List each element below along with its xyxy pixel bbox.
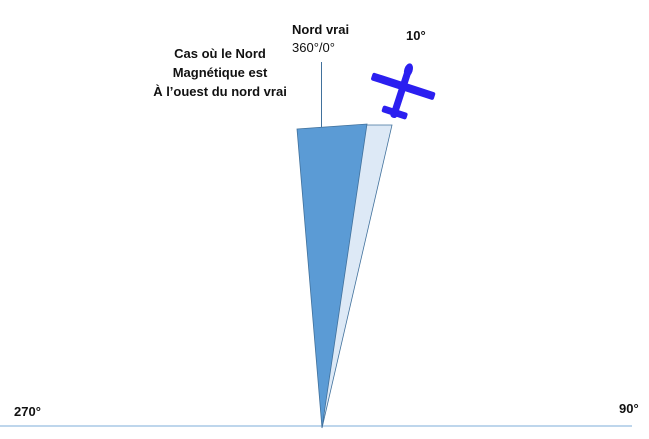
true-north-value: 360°/0° — [292, 40, 335, 55]
true-north-title: Nord vrai — [292, 22, 350, 37]
case-note-line-1: Cas où le Nord — [174, 46, 266, 61]
case-note-line-2: Magnétique est — [172, 65, 268, 80]
aircraft-heading-label: 10° — [406, 28, 426, 43]
case-note: Cas où le Nord Magnétique est À l’ouest … — [120, 44, 320, 101]
dark-wedge — [296, 123, 368, 429]
case-note-line-3: À l’ouest du nord vrai — [153, 84, 287, 99]
east-label: 90° — [619, 401, 639, 416]
airplane-icon — [371, 63, 436, 120]
west-label: 270° — [14, 404, 41, 419]
